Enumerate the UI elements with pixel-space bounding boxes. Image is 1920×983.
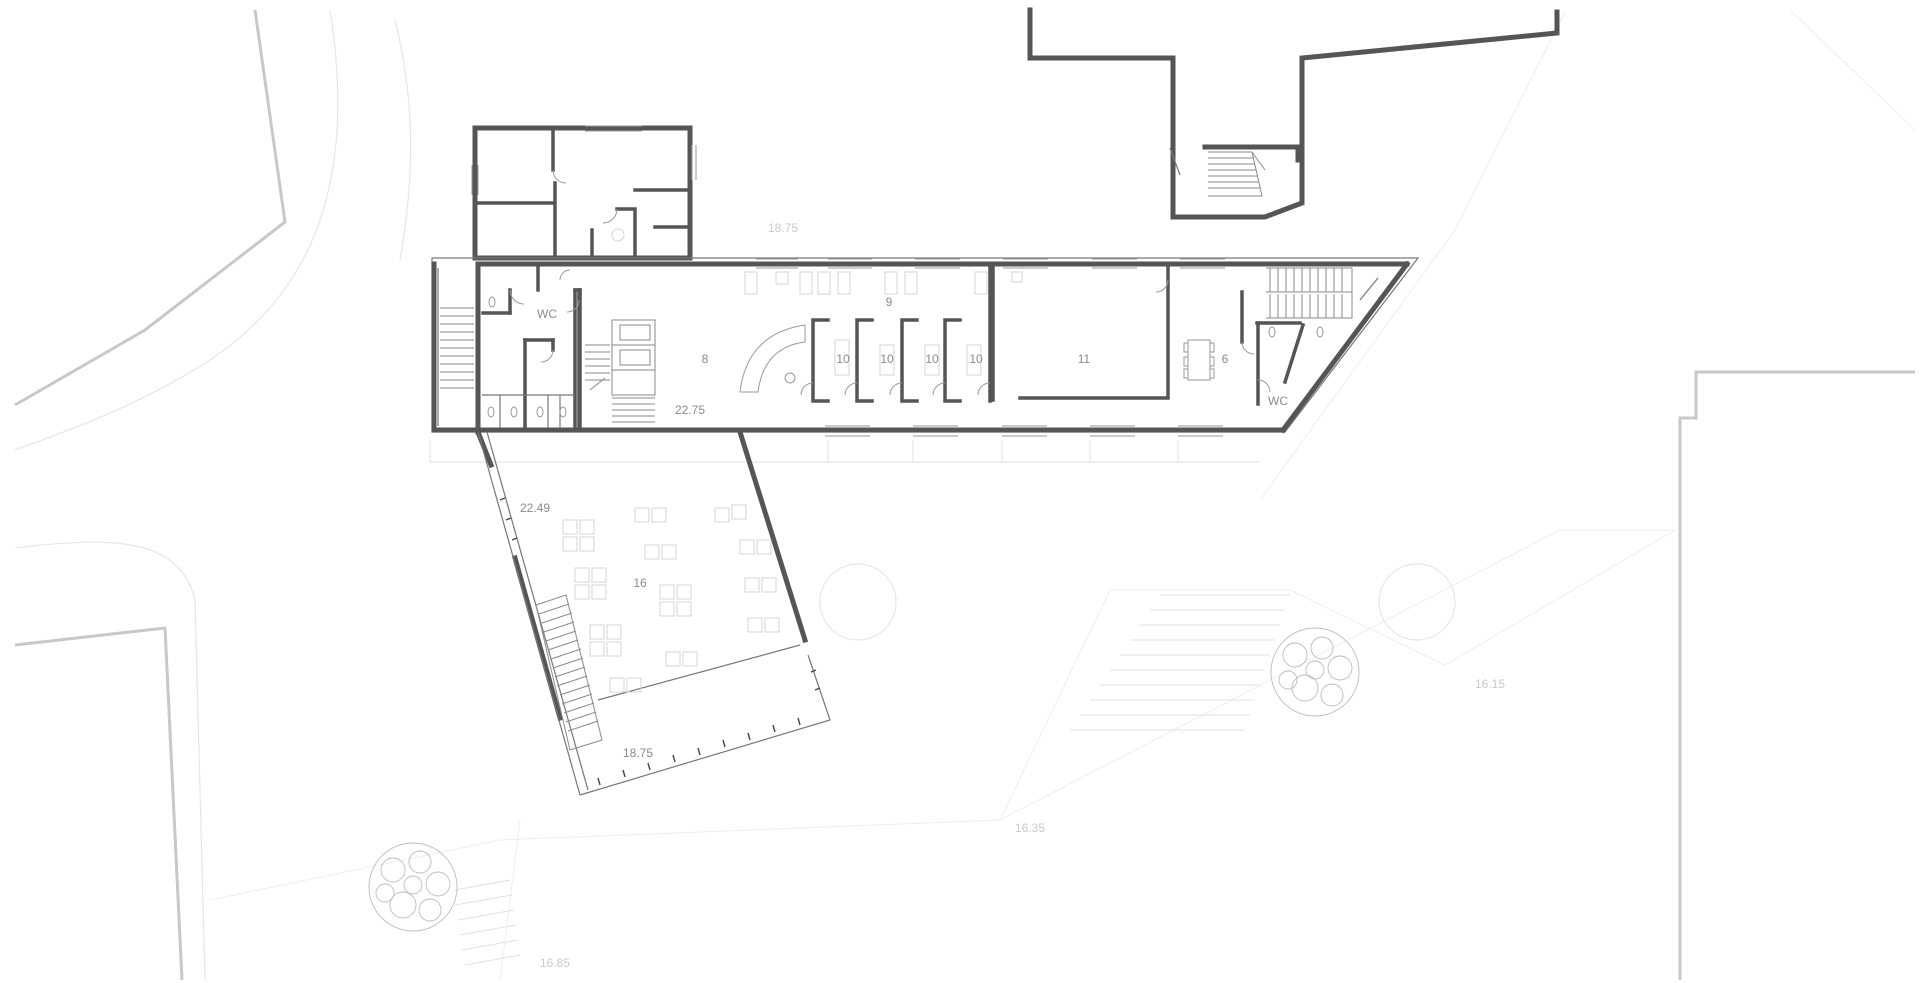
wall-c4	[943, 318, 962, 403]
terrace-outline-inner-bottom	[597, 644, 801, 701]
site-curve-lower-left	[14, 541, 206, 981]
hall-curved-counter-dot	[784, 372, 796, 384]
site-context	[14, 9, 1916, 981]
stair-right	[1266, 267, 1353, 319]
wc-left-door-arc-1	[509, 289, 525, 305]
building-upper-right	[1027, 7, 1560, 220]
terrace-outline-bottom	[579, 654, 831, 796]
main-windows-top	[756, 258, 1225, 269]
wc-left-fixture-3	[536, 406, 544, 418]
wall-c2	[855, 318, 874, 403]
plan-labels: 18.75 22.75 22.49 18.75 16.15 16.35 16.8…	[520, 221, 1505, 970]
stair-core-outline	[611, 319, 656, 396]
wc-right-fixture-1	[1268, 326, 1276, 338]
room-10c-label: 10	[925, 352, 939, 366]
terrace-outline-left	[477, 431, 581, 796]
wall-right-4	[1282, 322, 1306, 385]
upper-right-stair	[1208, 151, 1266, 197]
annex-window-top	[585, 125, 642, 132]
elevation-main: 22.75	[675, 403, 705, 417]
wc-left-fixture-2	[510, 406, 518, 418]
terrace-wall-right	[736, 428, 809, 644]
site-path-corner	[1789, 9, 1916, 131]
terrace-tables	[562, 504, 780, 693]
annex-fixture	[611, 228, 625, 242]
wc-left-label: WC	[537, 307, 557, 321]
main-door-swings	[559, 269, 1271, 396]
stair-core-main	[578, 288, 656, 430]
site-planter-right	[1378, 563, 1456, 641]
room-16-label: 16	[633, 576, 647, 590]
upper-right-outline	[1027, 7, 1560, 220]
wall-room-11-bottom	[1018, 266, 1170, 400]
main-windows-bottom	[825, 425, 1223, 437]
room-10d-label: 10	[969, 352, 983, 366]
site-path-diagonal	[999, 529, 1676, 821]
site-curve-upper-left	[14, 9, 339, 451]
room-11-label: 11	[1078, 352, 1091, 366]
wc-right-fixtures	[1268, 277, 1379, 338]
main-wall-entry-left	[431, 261, 481, 433]
room-6-label: 6	[1222, 352, 1229, 366]
hall-curved-counter	[739, 324, 806, 393]
elevation-right: 16.15	[1475, 677, 1505, 691]
room-10b-label: 10	[880, 352, 894, 366]
site-path-ramp	[1259, 11, 1566, 501]
elevation-mid: 16.35	[1015, 821, 1045, 835]
site-planter-left	[819, 563, 897, 641]
annex-door-arc-1	[552, 169, 567, 184]
annex-door-arc-2	[602, 208, 618, 224]
site-lower-steps	[454, 879, 521, 966]
site-building-right	[1678, 370, 1915, 980]
room-10a-label: 10	[836, 352, 850, 366]
main-wall-diagonal	[1279, 260, 1411, 434]
annex-window-right	[691, 145, 697, 180]
terrace-railing-ticks	[499, 497, 821, 786]
wc-left-fixture-1	[487, 406, 495, 418]
wall-c1	[811, 318, 830, 403]
elevation-bottom: 16.85	[540, 956, 570, 970]
room-8-label: 8	[702, 352, 709, 366]
main-building	[429, 257, 1420, 463]
site-road-edge-left	[14, 9, 287, 407]
wc-right-label: WC	[1268, 394, 1288, 408]
main-exterior-bays	[429, 440, 1260, 463]
terrace-stair	[535, 594, 603, 751]
lab-benches	[834, 339, 982, 376]
entry-stair-left	[440, 307, 474, 389]
desks-top-row	[744, 271, 1023, 295]
wc-left-door-arc-2	[540, 349, 554, 363]
room-9-label: 9	[886, 295, 893, 309]
site-outdoor-steps	[1070, 594, 1290, 731]
wc-right-fixture-2	[1316, 326, 1324, 338]
wc-left-fixture-4	[559, 406, 567, 418]
terrace-wall-left-mid	[511, 554, 564, 722]
site-curve-mid	[394, 19, 412, 261]
site-path-lower	[499, 819, 521, 981]
site-tree-left	[368, 842, 458, 932]
elevation-terrace: 22.49	[520, 501, 550, 515]
upper-right-inner-line	[1169, 147, 1181, 176]
annex-wall-5	[615, 207, 637, 257]
room-6-table	[1183, 339, 1215, 381]
site-path-bottom	[209, 529, 1675, 901]
wc-left-fixture-5	[488, 296, 496, 308]
elevation-lower: 18.75	[623, 746, 653, 760]
wc-block-left	[481, 266, 580, 430]
annex-building	[471, 125, 697, 261]
site-road-edge-lower-left	[14, 626, 184, 981]
upper-right-stair-head	[1202, 144, 1301, 163]
wall-c3	[900, 318, 919, 403]
site-tree-right	[1270, 627, 1360, 717]
classroom-walls	[577, 266, 1306, 430]
annex-window-left	[471, 165, 479, 195]
stair-core-treads	[585, 344, 655, 423]
annex-outline	[472, 125, 693, 261]
terrace-wing	[474, 428, 831, 796]
wc-right-partition	[1359, 277, 1379, 301]
elevation-top: 18.75	[768, 221, 798, 235]
